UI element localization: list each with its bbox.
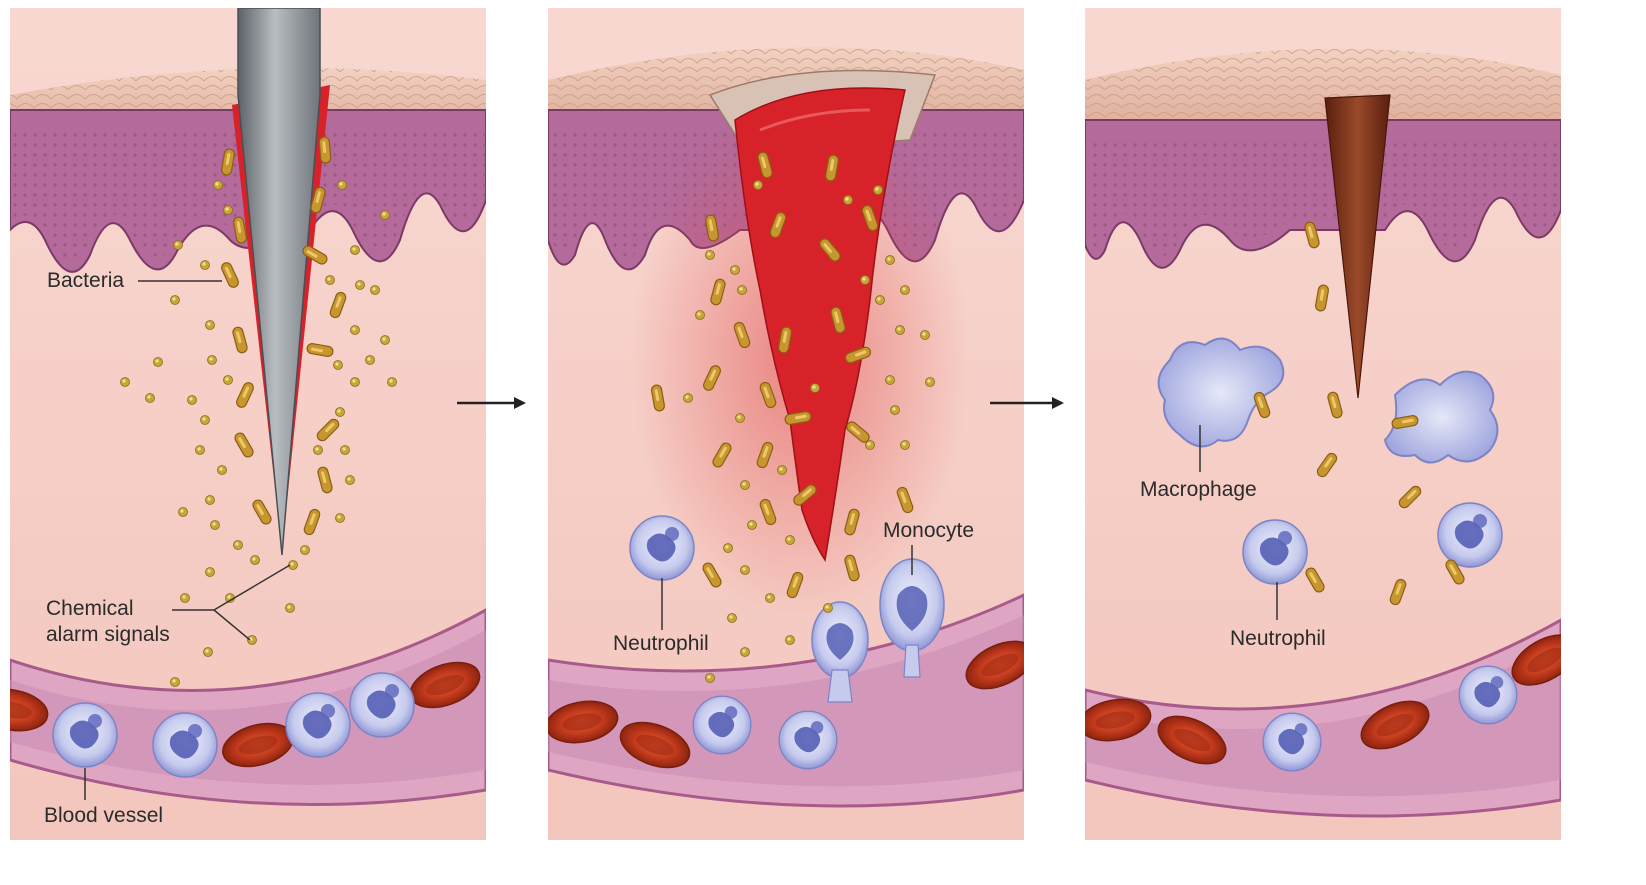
- label-blood-vessel: Blood vessel: [44, 804, 163, 827]
- panel-2-scene: [543, 8, 1041, 840]
- label-macrophage: Macrophage: [1140, 478, 1257, 501]
- neutrophil-cell: [1243, 520, 1307, 584]
- label-neutrophil: Neutrophil: [613, 632, 709, 655]
- label-bacteria: Bacteria: [47, 269, 124, 292]
- white-blood-cell: [693, 696, 751, 754]
- label-neutrophil: Neutrophil: [1230, 627, 1326, 650]
- panel-1-scene: [0, 8, 486, 840]
- neutrophil-cell: [630, 516, 694, 580]
- label-chemical-line2: alarm signals: [46, 623, 170, 646]
- white-blood-cell: [53, 703, 117, 767]
- white-blood-cell: [286, 693, 350, 757]
- panel-3-scene: [1076, 8, 1586, 840]
- white-blood-cell: [350, 673, 414, 737]
- label-chemical-line1: Chemical: [46, 597, 134, 620]
- white-blood-cell: [153, 713, 217, 777]
- white-blood-cell: [779, 711, 837, 769]
- neutrophil-cell: [1438, 503, 1502, 567]
- white-blood-cell: [1263, 713, 1321, 771]
- label-monocyte: Monocyte: [883, 519, 974, 542]
- white-blood-cell: [1459, 666, 1517, 724]
